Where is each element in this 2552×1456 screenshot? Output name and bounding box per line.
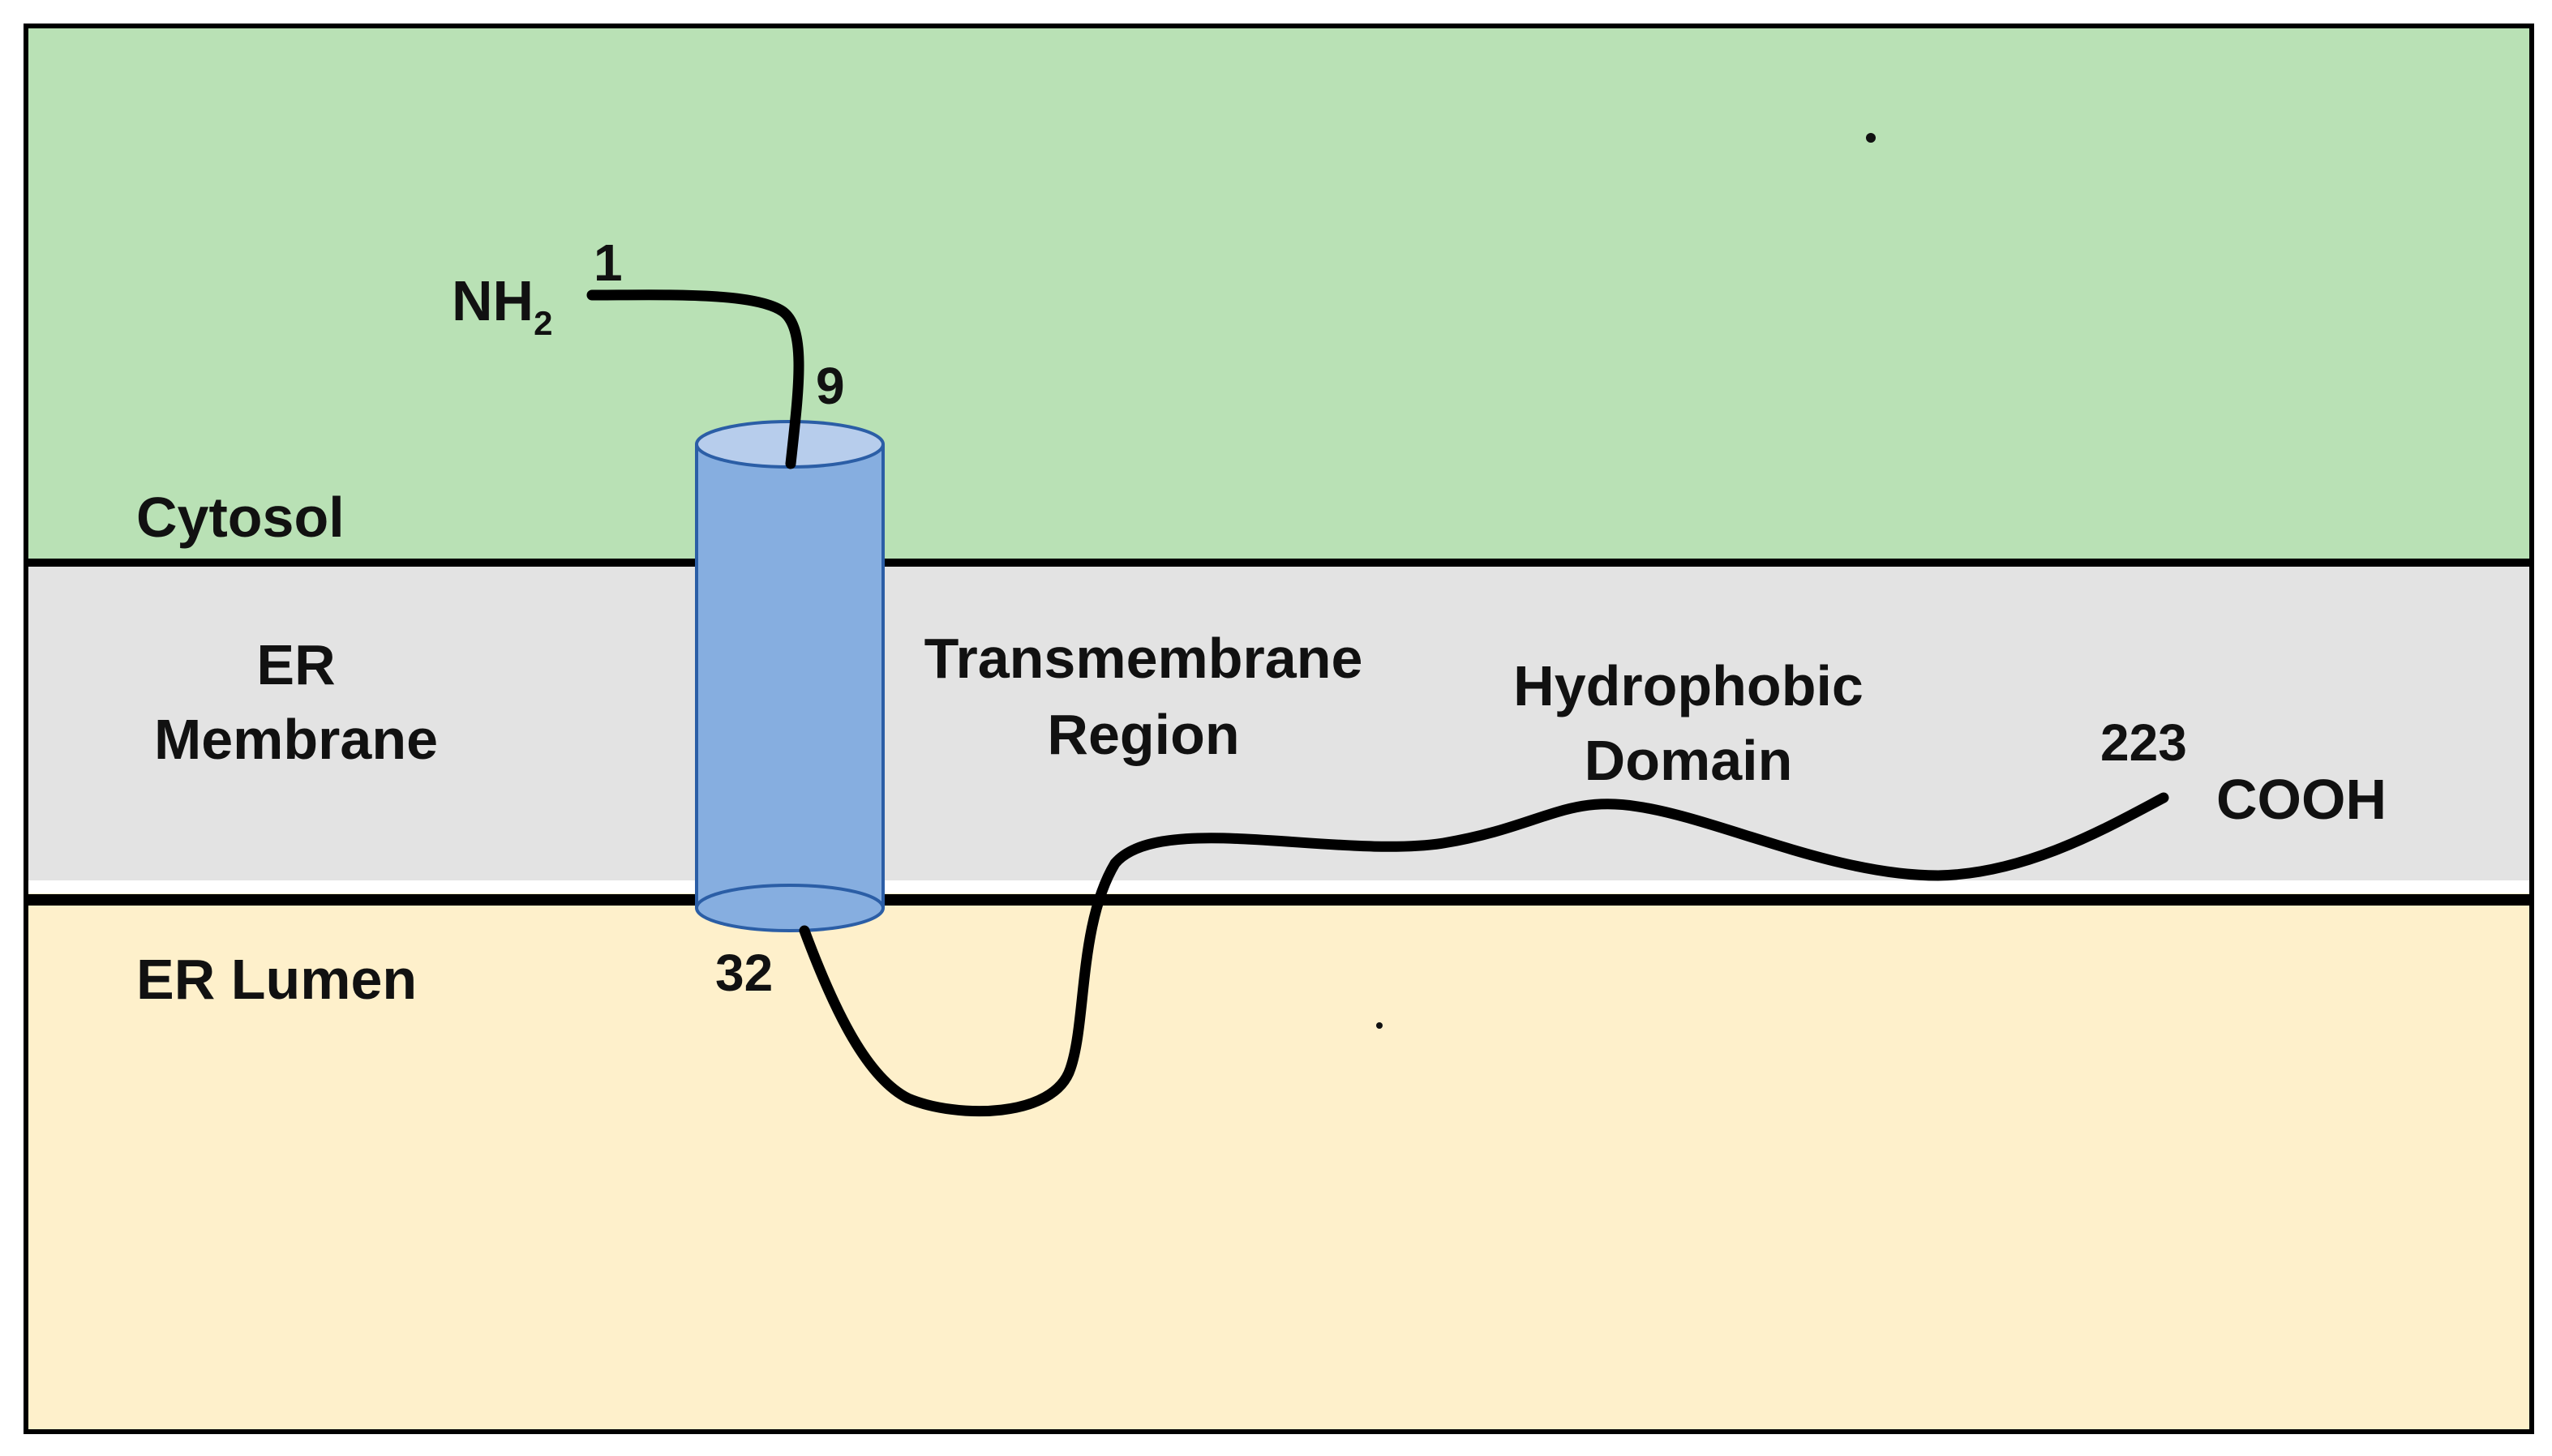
- lumenal-loop-and-hydrophobic-domain: [799, 792, 2169, 1117]
- tm-region-label-line2: Region: [1047, 703, 1239, 766]
- stray-dot: [1376, 1022, 1383, 1029]
- residue-tm-end: 32: [715, 944, 773, 1002]
- residue-end: 223: [2100, 713, 2187, 772]
- membrane-label-line2: Membrane: [154, 708, 438, 771]
- membrane-bottom-highlight: [26, 880, 2532, 893]
- n-terminus-subscript: 2: [534, 304, 552, 342]
- n-terminus-prefix: NH: [452, 269, 534, 332]
- lumen-label: ER Lumen: [136, 948, 417, 1011]
- cytosol-region: [26, 26, 2532, 563]
- hydrophobic-domain-label-line1: Hydrophobic: [1513, 654, 1864, 717]
- n-terminal-segment: [586, 289, 804, 469]
- helix-bottom-cap: [695, 884, 885, 932]
- stray-dot: [1866, 133, 1876, 143]
- hydrophobic-domain-label-line2: Domain: [1585, 729, 1793, 792]
- membrane-label-line1: ER: [256, 633, 335, 696]
- helix-body: [697, 444, 883, 908]
- outer-frame: [24, 24, 2534, 1434]
- residue-tm-start: 9: [816, 357, 845, 415]
- residue-start: 1: [594, 233, 623, 292]
- c-terminus-label: COOH: [2216, 768, 2387, 831]
- transmembrane-helix: [695, 420, 885, 932]
- cytosol-label: Cytosol: [136, 486, 345, 549]
- n-terminus-label: NH2: [452, 269, 552, 342]
- lumen-region: [26, 893, 2532, 1432]
- tm-region-label-line1: Transmembrane: [924, 627, 1363, 690]
